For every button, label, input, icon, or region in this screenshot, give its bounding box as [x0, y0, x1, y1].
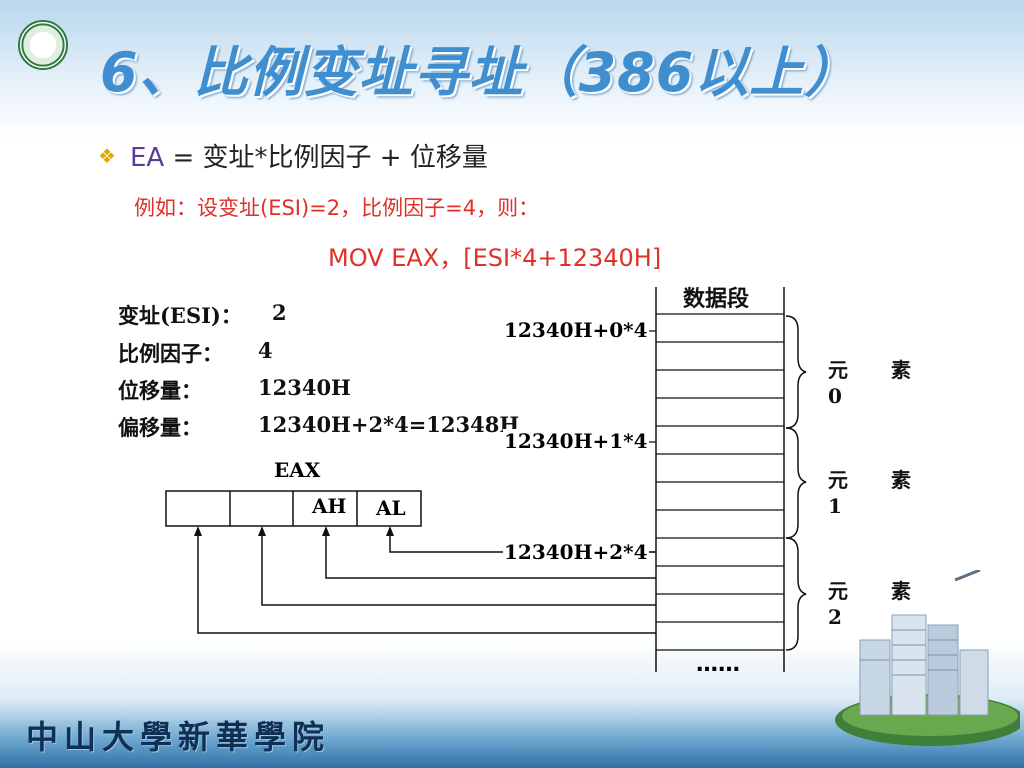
info-disp: 位移量： 12340H [118, 375, 351, 405]
element-2-label: 元 素 2 [828, 579, 929, 629]
brace-element-0 [785, 315, 807, 429]
slide-title: 6、比例变址寻址（386以上） [100, 41, 860, 104]
instruction-text: MOV EAX，[ESI*4+12340H] [328, 244, 662, 272]
al-label: AL [376, 496, 406, 520]
info-disp-label: 位移量： [118, 378, 202, 403]
info-offset-label: 偏移量： [118, 415, 202, 440]
building-illustration [835, 570, 1020, 746]
info-offset: 偏移量： 12340H+2*4=12348H [118, 412, 519, 442]
brace-element-1 [785, 427, 807, 539]
info-scale: 比例因子： 4 [118, 338, 273, 368]
info-index-label: 变址(ESI)： [118, 303, 242, 328]
info-offset-value: 12340H+2*4=12348H [258, 412, 520, 437]
memory-cell-lines [656, 313, 784, 651]
info-index: 变址(ESI)： 2 [118, 300, 287, 330]
ah-label: AH [312, 494, 347, 518]
info-scale-value: 4 [258, 338, 273, 363]
data-segment-title: 数据段 [683, 286, 750, 312]
arrowhead-byte3 [194, 526, 202, 536]
memory-continuation: …… [696, 652, 740, 677]
address-2: 12340H+2*4 [503, 540, 649, 564]
address-1: 12340H+1*4 [503, 429, 649, 453]
university-logo [18, 20, 68, 70]
formula-line: EA = 变址*比例因子 + 位移量 [130, 137, 488, 174]
diamond-bullet-icon: ❖ [98, 144, 116, 168]
address-0: 12340H+0*4 [503, 318, 649, 342]
footer-school-name: 中山大學新華學院 [26, 718, 331, 756]
arrow-byte2-to-eax [261, 530, 656, 606]
formula-rest: = 变址*比例因子 + 位移量 [164, 143, 488, 173]
info-scale-label: 比例因子： [118, 341, 223, 366]
arrowhead-byte2 [258, 526, 266, 536]
element-0-label: 元 素 0 [828, 358, 929, 408]
arrow-byte3-to-eax [197, 530, 656, 634]
info-disp-value: 12340H [258, 375, 351, 400]
brace-element-2 [785, 537, 807, 651]
element-1-label: 元 素 1 [828, 468, 929, 518]
formula-ea: EA [130, 143, 165, 173]
info-index-value: 2 [272, 300, 287, 325]
arrow-byte1-to-ah [325, 530, 656, 579]
arrowhead-ah [322, 526, 330, 536]
example-text: 例如：设变址(ESI)=2，比例因子=4，则： [134, 196, 540, 220]
arrowhead-al [386, 526, 394, 536]
eax-label: EAX [274, 458, 321, 482]
